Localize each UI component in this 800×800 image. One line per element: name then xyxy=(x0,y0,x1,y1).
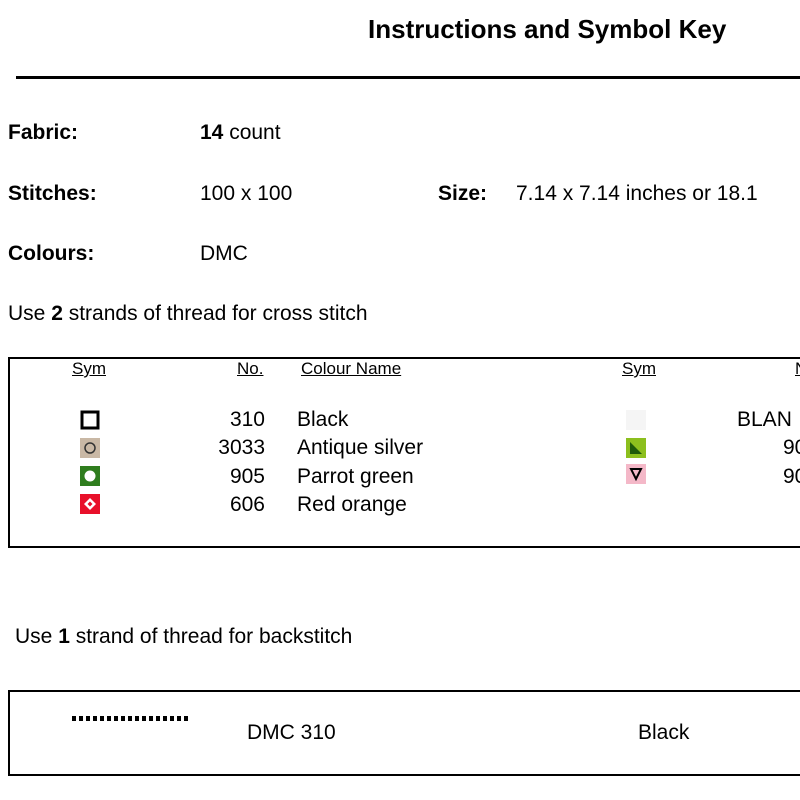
row-no-right: 90 xyxy=(783,465,800,488)
diamond-on-red-icon xyxy=(80,494,100,519)
back-strands: 1 xyxy=(58,625,70,648)
backstitch-thread: DMC 310 xyxy=(247,721,336,744)
stitches-label: Stitches: xyxy=(8,182,97,205)
circle-on-silver-icon xyxy=(80,438,100,463)
page-title: Instructions and Symbol Key xyxy=(368,14,727,44)
back-post: strand of thread for backstitch xyxy=(69,625,353,648)
triangle-on-lime-icon xyxy=(626,438,646,463)
header-sym-2: Sym xyxy=(622,359,656,378)
backstitch-colour-name: Black xyxy=(638,721,690,744)
row-no-right: 90 xyxy=(783,436,800,459)
row-name: Antique silver xyxy=(297,436,424,459)
cross-stitch-instruction: Use 2 strands of thread for cross stitch xyxy=(8,302,368,326)
size-label: Size: xyxy=(438,182,488,205)
cross-post: strands of thread for cross stitch xyxy=(62,302,368,325)
row-no: 606 xyxy=(229,493,265,516)
header-sym: Sym xyxy=(72,359,106,378)
circle-on-green-icon xyxy=(80,466,100,491)
backstitch-table xyxy=(8,690,800,776)
row-no: 905 xyxy=(229,465,265,488)
row-no: 3033 xyxy=(218,436,265,459)
fabric-value: 14 count xyxy=(200,121,281,145)
dotted-line-icon xyxy=(72,716,190,721)
fabric-label: Fabric: xyxy=(8,121,79,144)
fabric-count: 14 xyxy=(200,121,224,144)
header-colour-name: Colour Name xyxy=(301,359,402,378)
row-no: 310 xyxy=(229,408,265,431)
stitches-value: 100 x 100 xyxy=(200,182,293,205)
size-value: 7.14 x 7.14 inches or 18.1 xyxy=(516,182,758,205)
cross-strands: 2 xyxy=(51,302,63,325)
triangle-down-on-pink-icon xyxy=(626,464,646,489)
row-no-right: BLAN xyxy=(737,408,792,431)
fabric-unit: count xyxy=(229,121,281,144)
row-name: Black xyxy=(297,408,349,431)
backstitch-instruction: Use 1 strand of thread for backstitch xyxy=(15,625,352,649)
symbol-key-table xyxy=(8,357,800,548)
title-divider xyxy=(16,76,800,79)
header-no-2: N xyxy=(795,359,800,379)
colours-value: DMC xyxy=(200,242,248,265)
colours-label: Colours: xyxy=(8,242,95,265)
row-name: Parrot green xyxy=(297,465,414,488)
back-pre: Use xyxy=(15,625,59,648)
row-name: Red orange xyxy=(297,493,407,516)
blank-white-square-icon xyxy=(626,410,646,435)
cross-pre: Use xyxy=(8,302,52,325)
header-no: No. xyxy=(237,359,264,378)
hollow-black-square-icon xyxy=(80,410,100,435)
